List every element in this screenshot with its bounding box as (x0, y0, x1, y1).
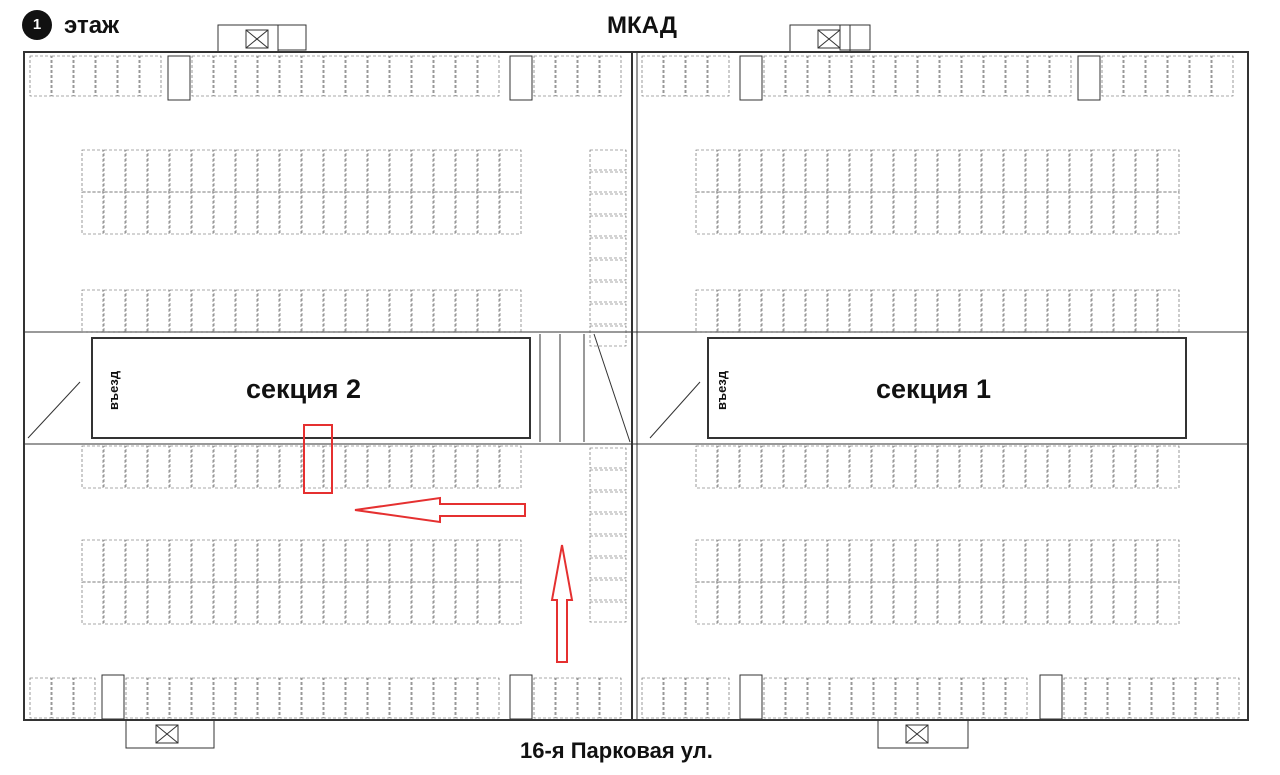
stair-block-bottom-right (877, 719, 969, 749)
road-label-top: МКАД (607, 12, 677, 39)
route-arrow-left (354, 496, 526, 524)
stair-block-top-right (789, 24, 871, 53)
driveway-band (24, 331, 1248, 445)
stair-block-top-left (217, 24, 307, 53)
building-outline (23, 51, 1249, 721)
section-1-title: секция 1 (876, 374, 991, 404)
central-core-section1 (707, 337, 1187, 439)
highlighted-parking-space (303, 424, 333, 494)
entrance-label-section2: въезд (106, 370, 121, 410)
staircases (101, 55, 1101, 720)
parking-stalls (29, 55, 1240, 719)
entrance-label-section1: въезд (714, 370, 729, 410)
route-arrow-up (550, 544, 574, 663)
central-core-section2 (91, 337, 531, 439)
road-label-bottom: 16-я Парковая ул. (520, 738, 713, 763)
stair-block-bottom-left (125, 719, 215, 749)
floor-number-badge: 1 (22, 10, 52, 40)
floor-label: этаж (64, 12, 120, 39)
section-2-title: секция 2 (246, 374, 361, 404)
